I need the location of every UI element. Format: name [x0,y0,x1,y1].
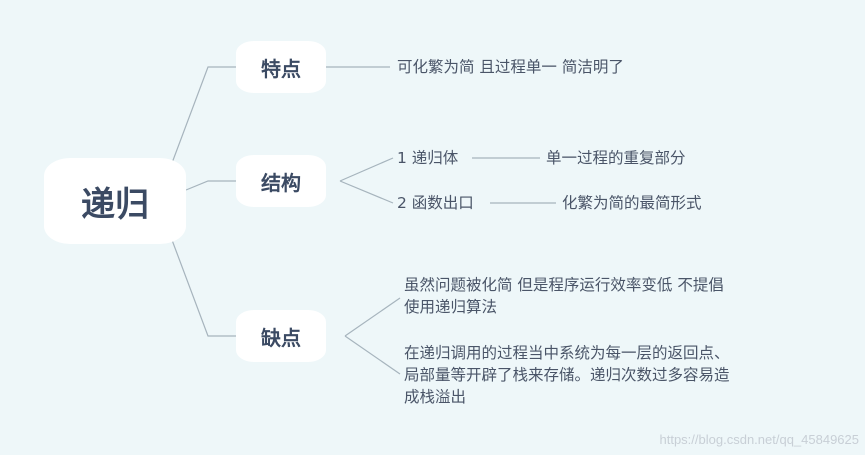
branch-node-drawbacks: 缺点 [236,310,326,362]
structure-leaf-exit: 2 函数出口 [397,194,474,212]
edge-root-drawbacks [171,239,240,337]
edge-root-features [171,66,240,164]
drawbacks-leaf-efficiency-line2: 使用递归算法 [404,298,498,316]
branch-node-features: 特点 [236,41,326,93]
structure-detail-recursive-body: 单一过程的重复部分 [546,149,686,167]
drawbacks-leaf-efficiency-line1: 虽然问题被化简 但是程序运行效率变低 不提倡 [404,276,724,294]
edge-structure-leaf2 [339,180,394,204]
features-leaf: 可化繁为简 且过程单一 简洁明了 [397,58,624,76]
structure-detail-exit: 化繁为简的最简形式 [562,194,702,212]
structure-leaf-recursive-body: 1 递归体 [397,149,459,167]
drawbacks-leaf-stack-line2: 局部量等开辟了栈来存储。递归次数过多容易造 [404,366,730,384]
drawbacks-leaf-efficiency: 虽然问题被化简 但是程序运行效率变低 不提倡 使用递归算法 [404,274,724,318]
drawbacks-leaf-stack-line1: 在递归调用的过程当中系统为每一层的返回点、 [404,344,730,362]
watermark: https://blog.csdn.net/qq_45849625 [659,432,860,447]
edge-structure-leaf1 [339,157,394,182]
drawbacks-leaf-stack-line3: 成栈溢出 [404,388,467,406]
edge-drawbacks-leaf2 [344,335,401,375]
drawbacks-leaf-stack: 在递归调用的过程当中系统为每一层的返回点、 局部量等开辟了栈来存储。递归次数过多… [404,342,730,408]
edge-drawbacks-leaf1 [344,297,401,337]
branch-node-structure: 结构 [236,155,326,207]
root-node: 递归 [44,158,186,244]
edge-root-structure [185,180,238,191]
